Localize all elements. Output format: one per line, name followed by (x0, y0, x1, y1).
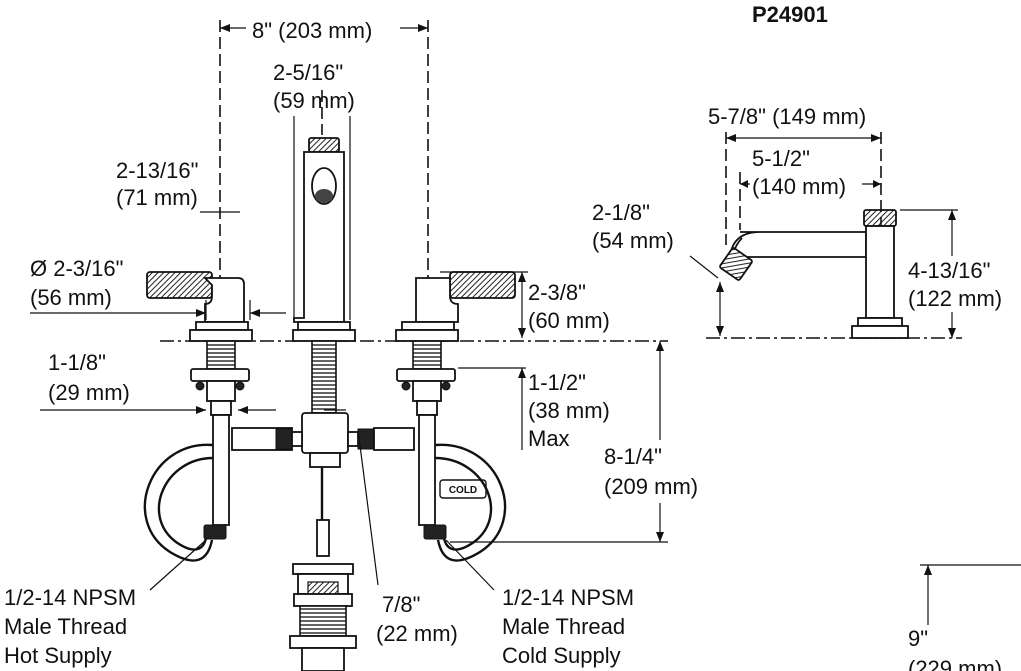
cold-handle (395, 271, 516, 342)
hot-shank (190, 340, 250, 540)
dim-extra-in: 9" (908, 626, 928, 651)
model-number: P24901 (752, 2, 828, 27)
dim-shank-length-mm: (209 mm) (604, 474, 698, 499)
dim-spout-clear-in: 2-1/8" (592, 200, 650, 225)
cold-supply-label-2: Male Thread (502, 614, 625, 639)
dim-handle-height-mm: (71 mm) (116, 185, 198, 210)
dim-spout-clear-mm: (54 mm) (592, 228, 674, 253)
spout-side-view (719, 132, 909, 339)
dim-spout-base-in: 2-5/16" (273, 60, 343, 85)
dim-max-deck-mm: (38 mm) (528, 398, 610, 423)
dim-handle-diameter-in: Ø 2-3/16" (30, 256, 123, 281)
dim-shank-width-mm: (29 mm) (48, 380, 130, 405)
dim-spout-reach-inner-mm: (140 mm) (752, 174, 846, 199)
dim-extra-mm: (229 mm) (908, 656, 1002, 671)
dim-deck-height-mm: (60 mm) (528, 308, 610, 333)
drain-assembly (289, 563, 357, 671)
hot-supply-label-2: Male Thread (4, 614, 127, 639)
dim-center-spacing: 8" (203 mm) (252, 18, 372, 43)
dim-shank-length-in: 8-1/4" (604, 444, 662, 469)
dim-max-deck-in: 1-1/2" (528, 370, 586, 395)
cold-supply-label-3: Cold Supply (502, 643, 621, 668)
dim-handle-height-in: 2-13/16" (116, 158, 198, 183)
deck-line (160, 337, 962, 342)
dim-spout-base-mm: (59 mm) (273, 88, 355, 113)
center-lines (219, 20, 429, 322)
dim-deck-height-in: 2-3/8" (528, 280, 586, 305)
dim-spout-reach-inner-in: 5-1/2" (752, 146, 810, 171)
spout-front (292, 137, 356, 342)
cold-supply-label-1: 1/2-14 NPSM (502, 585, 634, 610)
dim-drain-in: 7/8" (382, 592, 420, 617)
hot-supply-label-3: Hot Supply (4, 643, 112, 668)
dimension-lines (30, 24, 1021, 625)
cross-pipe (231, 427, 415, 451)
dim-max-deck-note: Max (528, 426, 570, 451)
dim-shank-width-in: 1-1/8" (48, 350, 106, 375)
dim-spout-height-in: 4-13/16" (908, 258, 990, 283)
supply-hoses (143, 443, 507, 562)
hot-handle (146, 271, 253, 342)
cold-tag: COLD (449, 485, 477, 496)
dim-drain-mm: (22 mm) (376, 621, 458, 646)
dim-spout-height-mm: (122 mm) (908, 286, 1002, 311)
spout-shank (301, 340, 349, 557)
dim-spout-reach: 5-7/8" (149 mm) (708, 104, 866, 129)
dim-handle-diameter-mm: (56 mm) (30, 285, 112, 310)
hot-supply-label-1: 1/2-14 NPSM (4, 585, 136, 610)
